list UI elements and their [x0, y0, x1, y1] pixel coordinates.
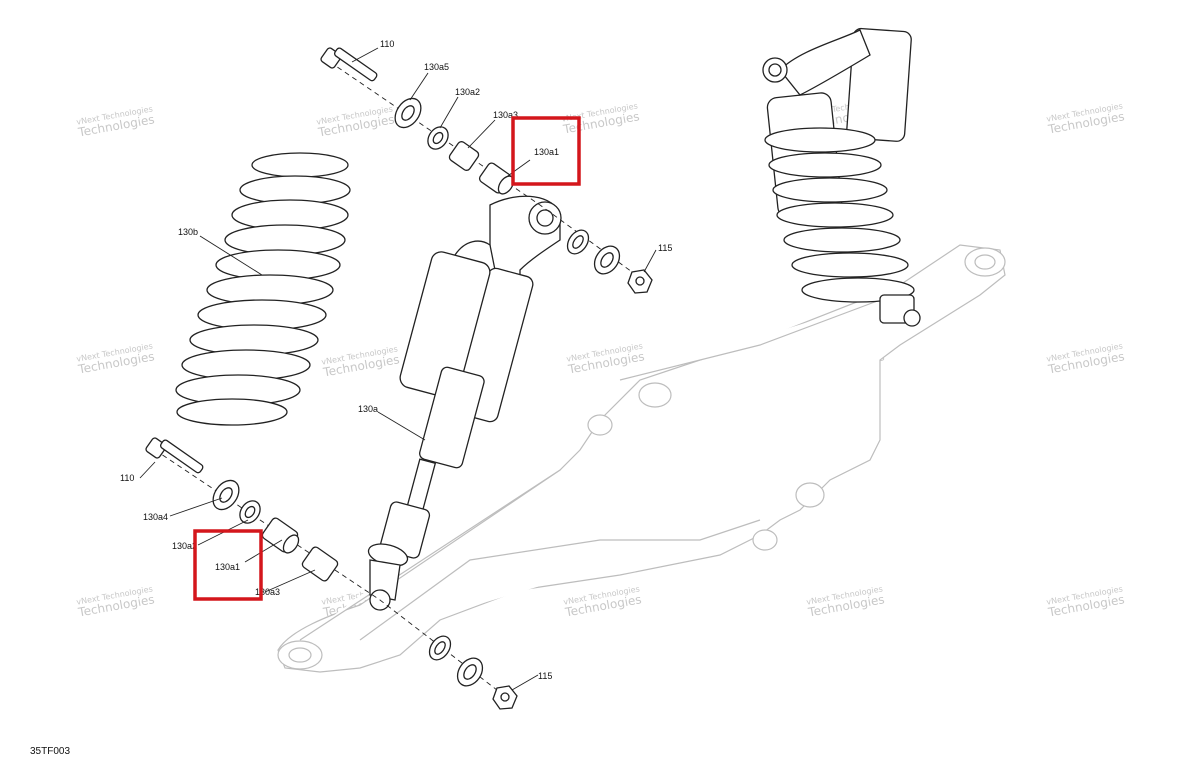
nut-115-bottom [492, 685, 518, 710]
sleeve-130a3-bottom [301, 546, 339, 582]
callout-washer-bottom: 130a4 [143, 512, 168, 522]
bolt-110-top [320, 47, 378, 82]
figure-code: 35TF003 [30, 746, 71, 757]
callout-nut-top: 115 [658, 243, 672, 253]
bushing-130a1-bottom [261, 517, 300, 554]
washer-130a5-top [394, 97, 422, 129]
assembled-shock [762, 27, 921, 327]
bearing-right-top [593, 245, 621, 275]
washer-130a4-bottom [212, 479, 240, 511]
sleeve-130a3-top [448, 141, 480, 171]
bearing-130a2-top [427, 126, 449, 150]
nut-115-top [627, 269, 653, 294]
callout-shock: 130a [358, 404, 378, 414]
highlight-box-bottom [193, 529, 263, 601]
callout-bolt-top: 110 [380, 39, 394, 49]
callout-bearing-top: 130a2 [455, 87, 480, 97]
callout-bolt-bottom: 110 [120, 473, 134, 483]
callout-washer-top: 130a5 [424, 62, 449, 72]
hardware-bottom [145, 437, 518, 710]
coil-spring-130b [175, 152, 351, 426]
shock-absorber-130a [367, 195, 562, 611]
bolt-110-bottom [145, 437, 204, 474]
callout-sleeve-top: 130a3 [493, 110, 518, 120]
callout-bushing-bottom: 130a1 [215, 562, 240, 572]
washer-right-bottom [428, 635, 452, 661]
bushing-130a1-top [478, 162, 515, 195]
callout-bearing-bottom: 130a2 [172, 541, 197, 551]
bearing-130a2-bottom [239, 500, 261, 524]
callout-spring: 130b [178, 227, 198, 237]
callout-nut-bottom: 115 [538, 671, 552, 681]
washer-right-top [566, 229, 590, 255]
bearing-right-bottom [456, 657, 484, 687]
highlight-box-top [511, 116, 581, 186]
assembled-spring [764, 127, 915, 303]
hardware-top [320, 47, 653, 294]
callout-sleeve-bottom: 130a3 [255, 587, 280, 597]
callout-labels: 110 130a5 130a2 130a3 130a1 115 130b 130… [120, 39, 672, 681]
callout-bushing-top: 130a1 [534, 147, 559, 157]
leader-lines [139, 47, 657, 691]
